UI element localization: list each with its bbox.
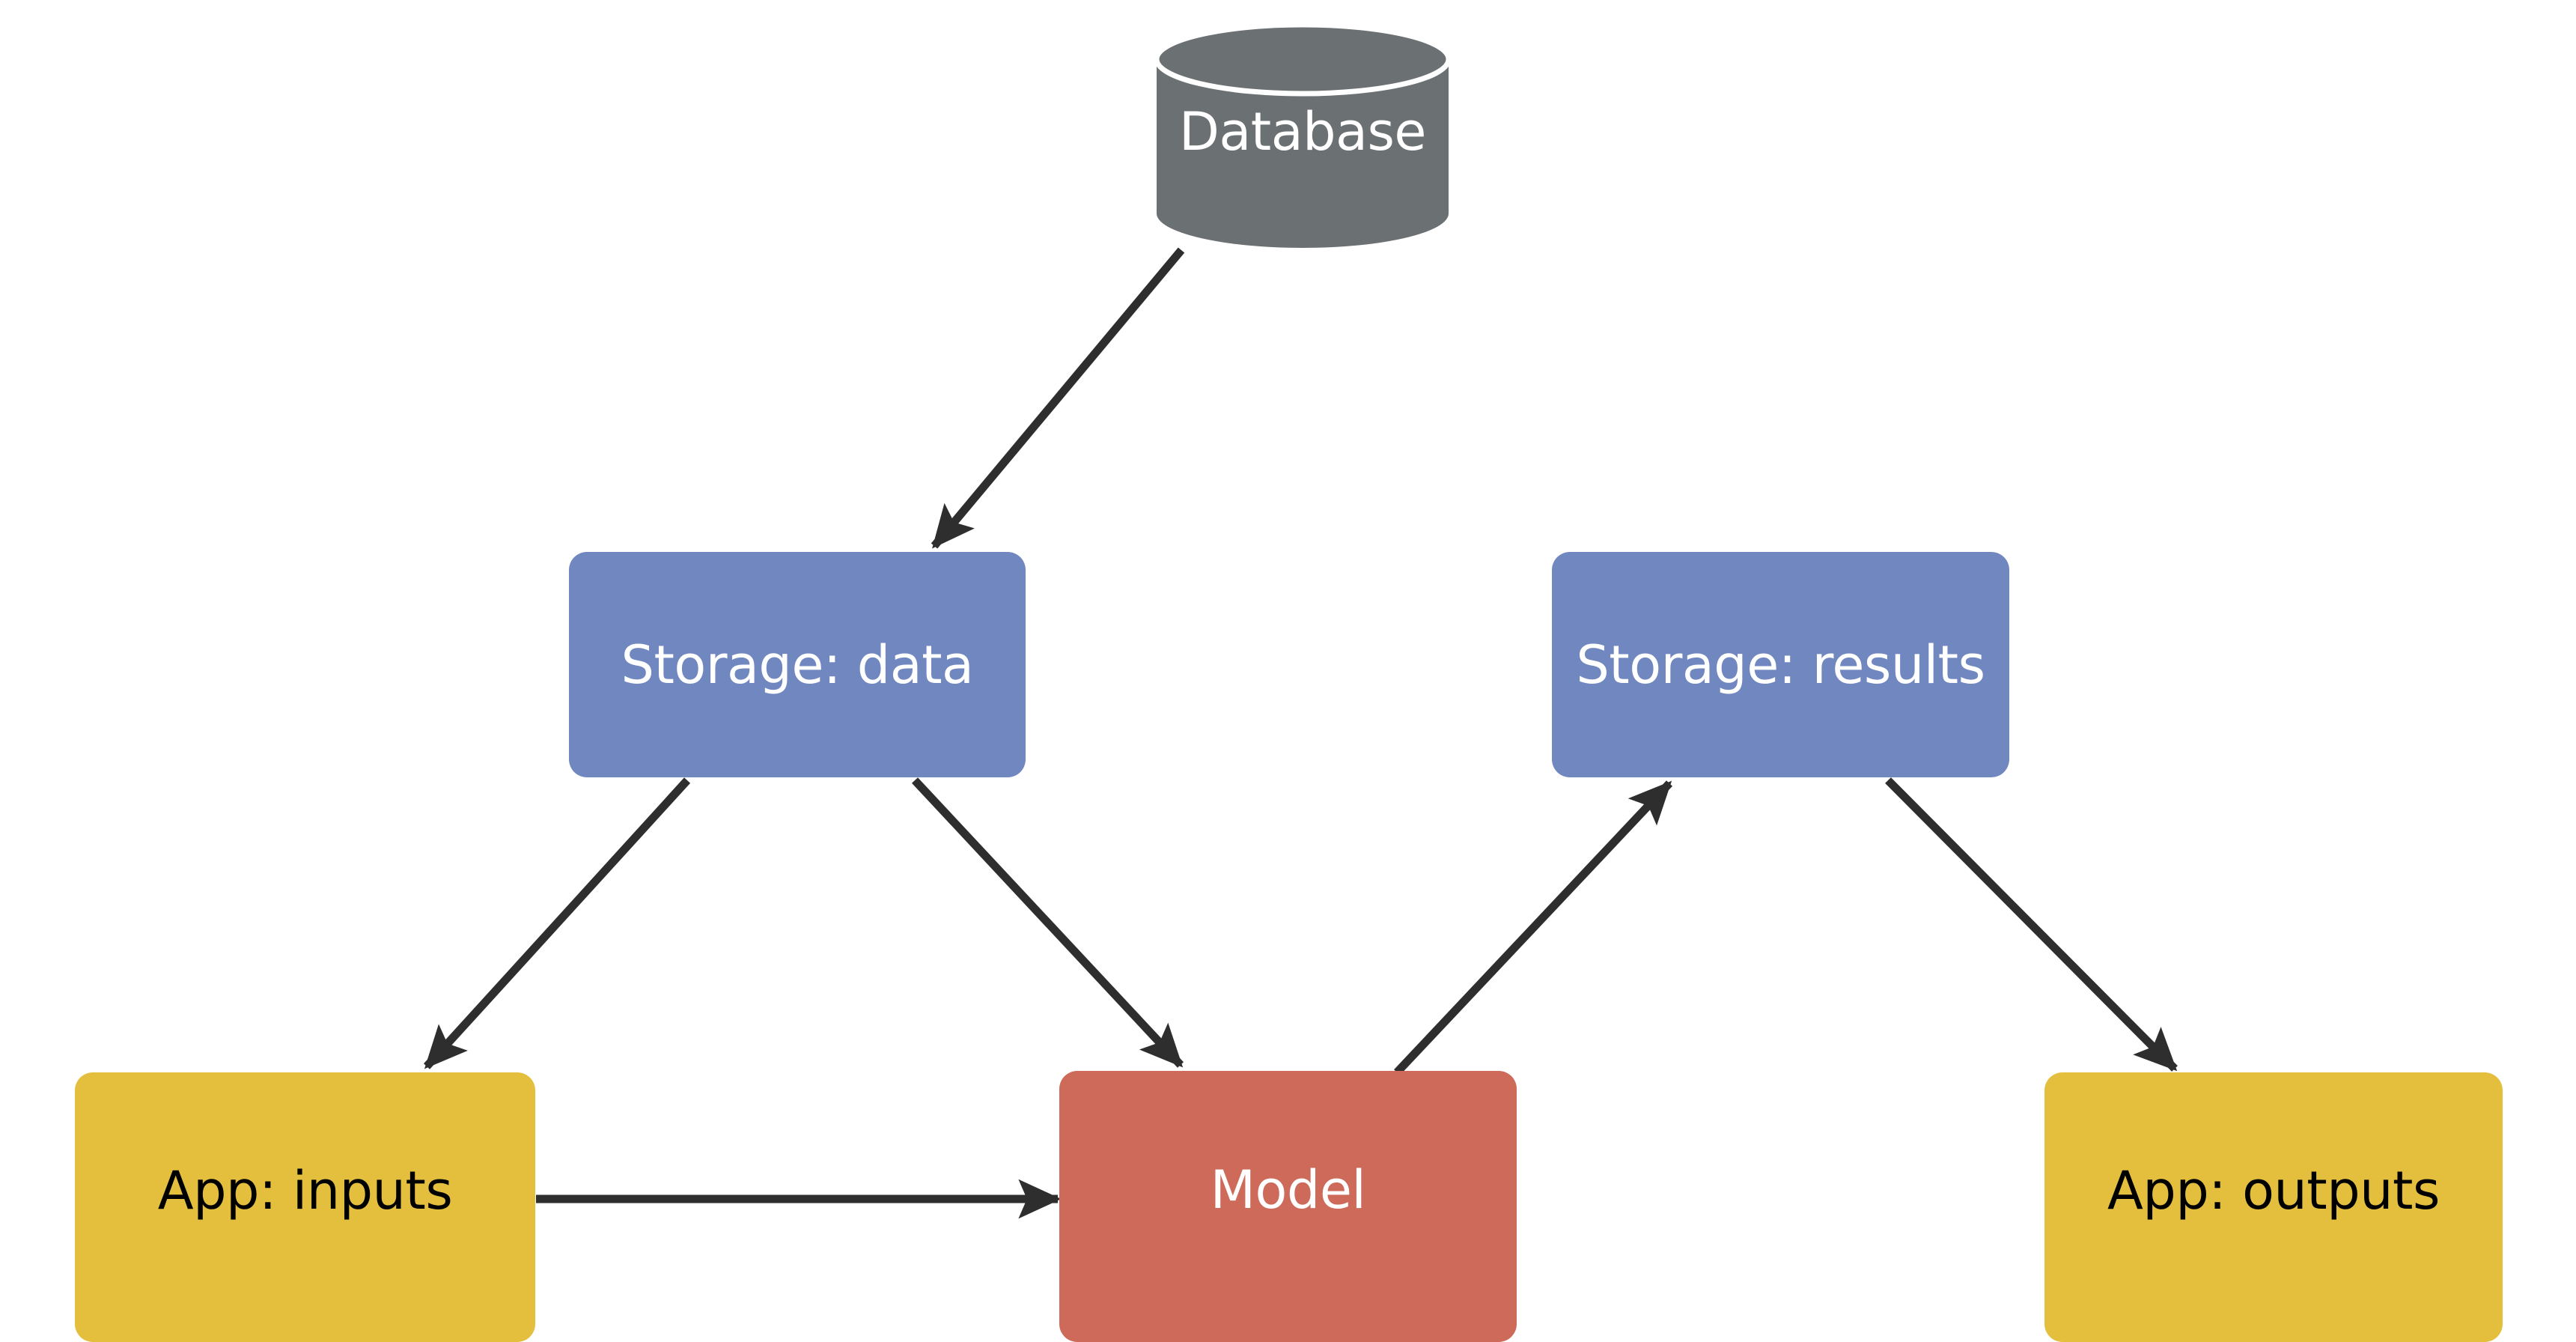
edge-model-to-storage-results	[1393, 780, 1673, 1075]
node-database[interactable]: Database	[1157, 25, 1449, 248]
node-app-outputs[interactable]: App: outputs	[2044, 1072, 2503, 1342]
node-label-database: Database	[1178, 101, 1427, 163]
node-storage-results[interactable]: Storage: results	[1552, 552, 2009, 777]
node-model[interactable]: Model	[1059, 1071, 1517, 1342]
node-label-app-outputs: App: outputs	[2107, 1160, 2440, 1221]
edge-database-to-storage-data	[931, 247, 1185, 549]
node-storage-data[interactable]: Storage: data	[569, 552, 1026, 777]
node-app-inputs[interactable]: App: inputs	[75, 1072, 535, 1342]
node-label-storage-data: Storage: data	[621, 634, 974, 696]
node-label-app-inputs: App: inputs	[157, 1160, 453, 1221]
edge-storage-results-to-app-outputs	[1885, 777, 2178, 1072]
edge-storage-data-to-model	[911, 777, 1184, 1068]
edge-storage-data-to-app-inputs	[423, 777, 691, 1069]
node-label-model: Model	[1210, 1159, 1366, 1221]
node-label-storage-results: Storage: results	[1576, 634, 1985, 696]
database-cylinder-icon	[1157, 25, 1449, 248]
